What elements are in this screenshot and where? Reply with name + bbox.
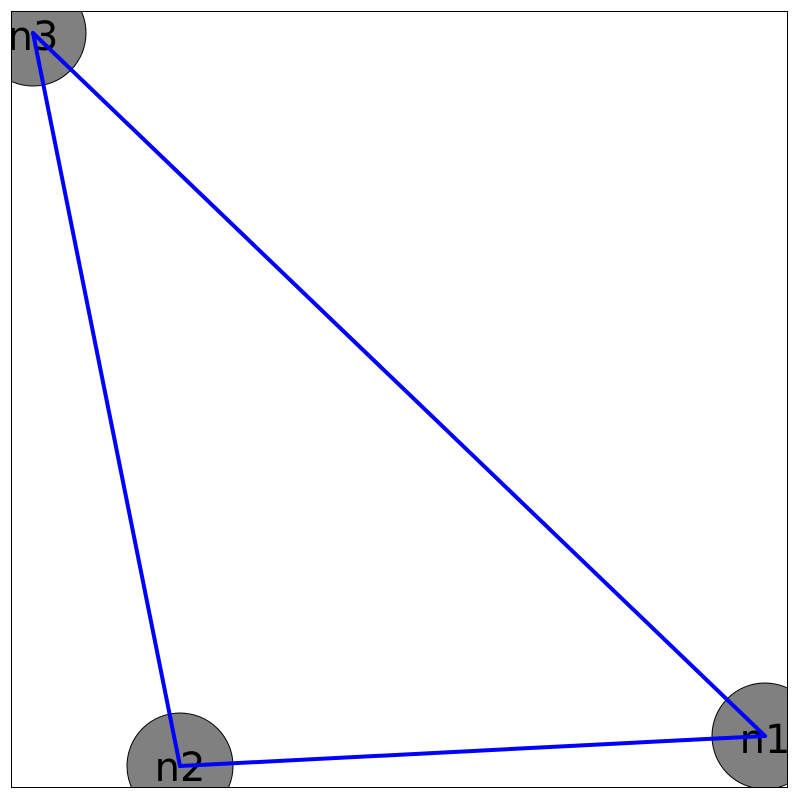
node-n2-label: n2 [155, 745, 206, 791]
edges-layer [31, 31, 767, 768]
plot-frame [11, 11, 788, 788]
node-n2: n2 [126, 712, 234, 791]
node-n1-label: n1 [740, 717, 791, 763]
edge-n2-n1 [178, 734, 767, 768]
edge-n3-n2 [31, 31, 182, 768]
edge-n3-n1 [31, 31, 767, 738]
node-n2-circle [126, 712, 234, 788]
